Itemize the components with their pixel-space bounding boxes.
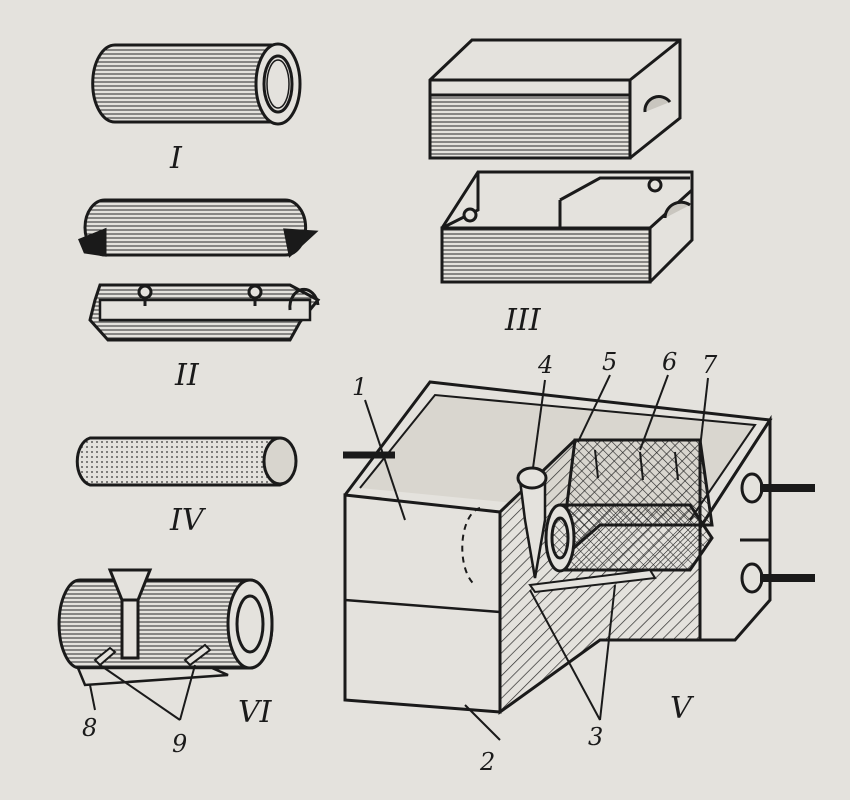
figure-ii-label: II (174, 358, 200, 393)
callout-6: 6 (662, 348, 677, 376)
callout-8: 8 (82, 714, 97, 742)
figure-i-sleeve (91, 42, 302, 126)
figure-ii-split-mold (78, 198, 321, 342)
callout-4: 4 (537, 351, 553, 379)
figure-iv-cylinder (75, 436, 298, 487)
callout-5: 5 (602, 348, 617, 376)
callout-9: 9 (172, 730, 187, 758)
figure-iii-block-mold (428, 38, 694, 284)
callout-7: 7 (702, 351, 718, 379)
figure-vi-label: VI (238, 695, 273, 730)
figure-iv-label: IV (169, 503, 207, 538)
callout-1: 1 (352, 373, 367, 401)
figure-v-box-mold (343, 374, 815, 741)
callout-3: 3 (588, 723, 603, 751)
figure-v-label: V (670, 691, 695, 726)
figure-iii-label: III (504, 303, 542, 338)
figure-vi-sprue-mold (57, 568, 274, 721)
figure-i-label: I (169, 141, 183, 176)
callout-2: 2 (479, 748, 495, 776)
